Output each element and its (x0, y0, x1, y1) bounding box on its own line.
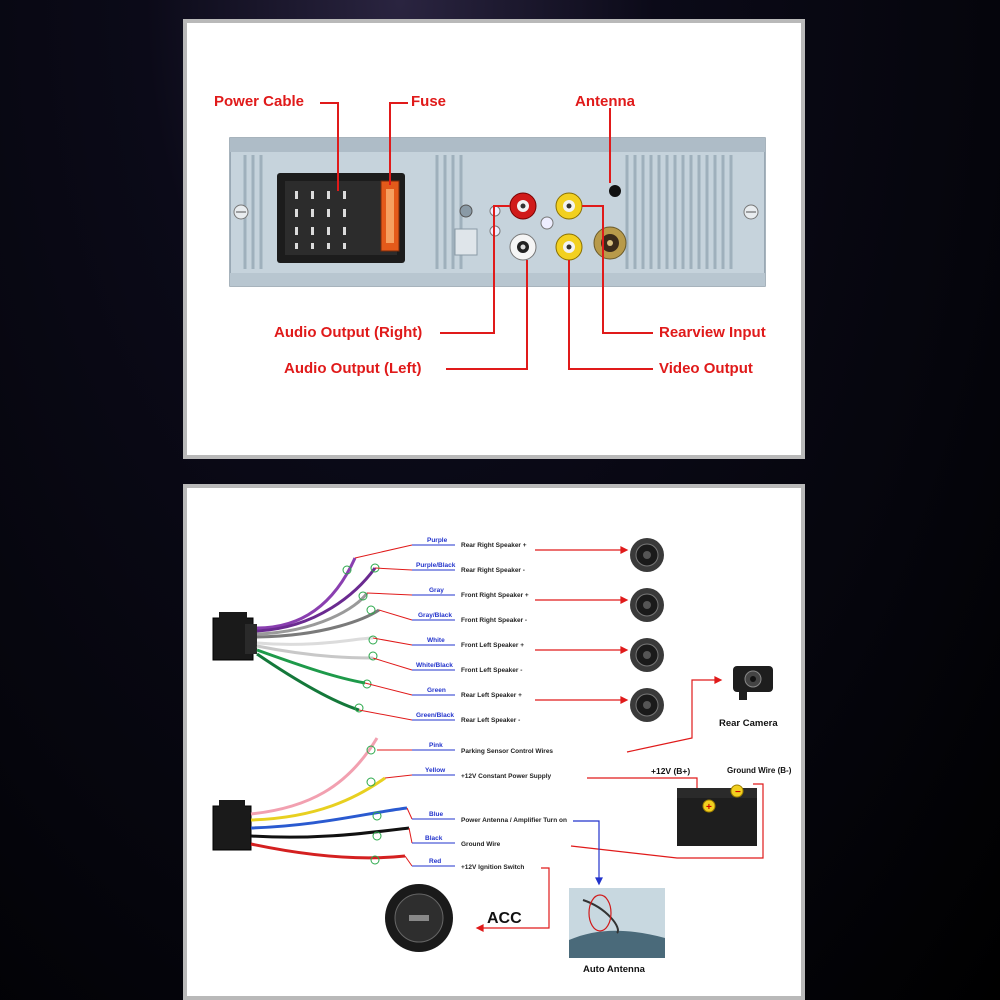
rearview-input-label: Rearview Input (659, 324, 766, 341)
wire-color-green-black: Green/Black (416, 712, 454, 719)
screw-icon (233, 204, 759, 220)
wire-color-yellow: Yellow (425, 767, 446, 774)
wire-color-green: Green (427, 687, 446, 694)
constant-power-label: +12V Constant Power Supply (461, 773, 552, 780)
wire-color-purple-black: Purple/Black (416, 562, 456, 569)
label-underlines (412, 544, 455, 867)
wire-color-white-black: White/Black (416, 662, 453, 669)
leader-lines (320, 102, 653, 370)
svg-text:−: − (735, 787, 741, 798)
video-output-label: Video Output (659, 360, 753, 377)
battery-icon: + − (677, 784, 757, 846)
wire-marker-icons (342, 563, 382, 865)
acc-arrow (475, 867, 550, 932)
harness2-connector (212, 805, 252, 851)
wire-color-black: Black (425, 835, 443, 842)
wire-color-purple: Purple (427, 537, 448, 544)
rear-left-speaker-minus: Rear Left Speaker - (461, 717, 521, 724)
audio-output-right-label: Audio Output (Right) (274, 324, 423, 341)
rear-panel-diagram: Power Cable Fuse Antenna Audio Output (R… (183, 19, 805, 459)
rca-video-jack (555, 233, 583, 261)
rca-rearview-jack (555, 192, 583, 220)
ground-wire-b-label: Ground Wire (B-) (727, 766, 792, 775)
antenna-socket (593, 226, 627, 260)
auto-antenna-label: Auto Antenna (583, 964, 645, 975)
rear-right-speaker-plus: Rear Right Speaker + (461, 542, 527, 549)
harness-leaders (354, 544, 413, 867)
wire-color-white: White (427, 637, 445, 644)
wire-color-blue: Blue (429, 811, 444, 818)
antenna-mount-hole (609, 185, 621, 197)
front-right-speaker-plus: Front Right Speaker + (461, 592, 529, 599)
rear-camera-label: Rear Camera (719, 718, 778, 729)
antenna-label: Antenna (575, 93, 635, 110)
wiring-graphic: + − (212, 538, 773, 958)
power-cable-label: Power Cable (214, 93, 305, 110)
wire-color-gray-black: Gray/Black (418, 612, 452, 619)
front-right-speaker-minus: Front Right Speaker - (461, 617, 528, 624)
rca-left-jack (509, 233, 537, 261)
connector-pins (295, 191, 346, 249)
rca-right-jack (509, 192, 537, 220)
wiring-diagram: + − Purple Purple/Black Gray Gray/Black … (183, 484, 805, 1000)
head-unit-top-rail (230, 138, 765, 152)
front-left-speaker-plus: Front Left Speaker + (461, 642, 525, 649)
front-left-speaker-minus: Front Left Speaker - (461, 667, 523, 674)
wire-color-pink: Pink (429, 742, 443, 749)
fitting (454, 228, 478, 256)
head-unit-bottom-rail (230, 273, 765, 286)
battery-plus-label: +12V (B+) (651, 766, 691, 776)
ignition-switch-icon (385, 884, 453, 952)
ignition-switch-label: +12V Ignition Switch (461, 864, 525, 871)
wire-color-gray: Gray (429, 587, 444, 594)
fuse-label: Fuse (411, 93, 447, 110)
speaker-arrows (535, 546, 629, 704)
camera-arrow (626, 676, 723, 753)
rear-panel-graphic (229, 102, 766, 370)
rear-left-speaker-plus: Rear Left Speaker + (461, 692, 522, 699)
rear-right-speaker-minus: Rear Right Speaker - (461, 567, 525, 574)
svg-text:+: + (706, 802, 712, 813)
audio-output-left-label: Audio Output (Left) (284, 360, 422, 377)
ground-wire-label: Ground Wire (461, 841, 501, 848)
acc-label: ACC (487, 910, 522, 927)
parking-sensor-label: Parking Sensor Control Wires (461, 748, 554, 755)
antenna-arrow (573, 820, 603, 886)
power-antenna-label: Power Antenna / Amplifier Turn on (461, 817, 567, 824)
auto-antenna-icon (569, 888, 665, 958)
speaker-icon (630, 538, 664, 722)
rear-camera-icon (733, 666, 773, 700)
wire-color-red: Red (429, 858, 442, 865)
